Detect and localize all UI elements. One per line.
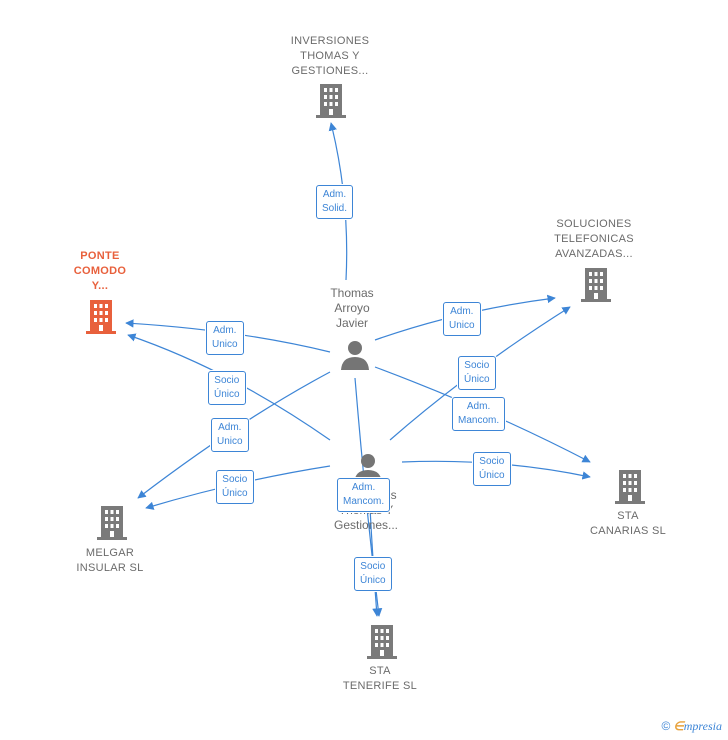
edge-label: Adm. Unico — [443, 302, 481, 336]
edge-label: Adm. Mancom. — [452, 397, 506, 431]
copyright-symbol: © — [661, 719, 671, 733]
node-label-ponte[interactable]: PONTE COMODO Y... — [73, 250, 127, 292]
person-label-thomas[interactable]: Thomas Arroyo Javier — [330, 286, 374, 330]
edge-label: Socio Único — [458, 356, 496, 390]
node-label-soluciones[interactable]: SOLUCIONES TELEFONICAS AVANZADAS... — [554, 218, 634, 260]
edge-label: Socio Único — [473, 452, 511, 486]
edge-label: Adm. Mancom. — [337, 478, 391, 512]
edge-label: Socio Único — [216, 470, 254, 504]
brand-name: mpresia — [683, 719, 722, 733]
building-icon — [367, 625, 397, 659]
edge-label: Adm. Unico — [206, 321, 244, 355]
brand-e: ∈ — [673, 719, 684, 733]
person-icon — [341, 341, 369, 370]
node-label-inversiones[interactable]: INVERSIONES THOMAS Y GESTIONES... — [290, 35, 370, 77]
building-icon — [316, 84, 346, 118]
node-label-sta-tenerife[interactable]: STA TENERIFE SL — [342, 665, 418, 692]
edge-label: Socio Único — [354, 557, 392, 591]
node-label-sta-canarias[interactable]: STA CANARIAS SL — [589, 510, 667, 537]
building-icon — [581, 268, 611, 302]
edge-label: Socio Único — [208, 371, 246, 405]
empresia-logo[interactable]: ©∈mpresia — [661, 719, 722, 734]
building-icon — [615, 470, 645, 504]
building-icon — [86, 300, 116, 334]
building-icon — [97, 506, 127, 540]
node-label-melgar[interactable]: MELGAR INSULAR SL — [76, 547, 144, 574]
edge-label: Adm. Solid. — [316, 185, 354, 219]
edge-label: Adm. Unico — [211, 418, 249, 452]
